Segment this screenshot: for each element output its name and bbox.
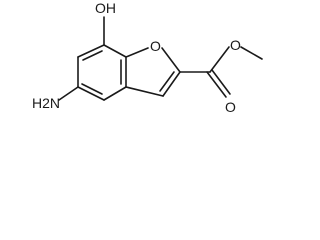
- benzene-ring: [77, 44, 127, 101]
- bond-carbonyl-double-b: [211, 69, 231, 95]
- bond-c6-c7-inner: [82, 50, 103, 61]
- bond-c6-c7: [77, 44, 105, 58]
- bond-c4-c5-inner: [81, 83, 103, 95]
- ring-oxygen-label: O: [150, 38, 161, 54]
- bond-ester-o-methyl: [240, 46, 263, 60]
- bond-c5-nh2: [58, 86, 79, 101]
- bond-c3a-c4: [103, 86, 127, 101]
- bond-carbonyl-ester-o: [209, 46, 230, 73]
- bond-carbonyl-double-a: [206, 71, 227, 98]
- bond-c4-c5: [77, 86, 105, 101]
- hydroxyl-label: OH: [95, 0, 116, 16]
- ester-oxygen-label: O: [230, 37, 241, 53]
- bond-c3-c3a: [125, 86, 164, 97]
- bond-c7-c7a: [103, 44, 127, 58]
- bond-c2-c3: [162, 71, 181, 97]
- benzofuran-structure-diagram: OH O O O H2N: [32, 0, 263, 115]
- methyl-ester-group: [179, 46, 263, 98]
- amino-label: H2N: [32, 95, 60, 111]
- carbonyl-oxygen-label: O: [225, 99, 236, 115]
- furan-ring: [125, 47, 181, 97]
- bond-c7a-o1: [125, 47, 149, 58]
- bond-c2-c3-inner: [159, 71, 175, 92]
- bond-o1-c2: [161, 47, 181, 73]
